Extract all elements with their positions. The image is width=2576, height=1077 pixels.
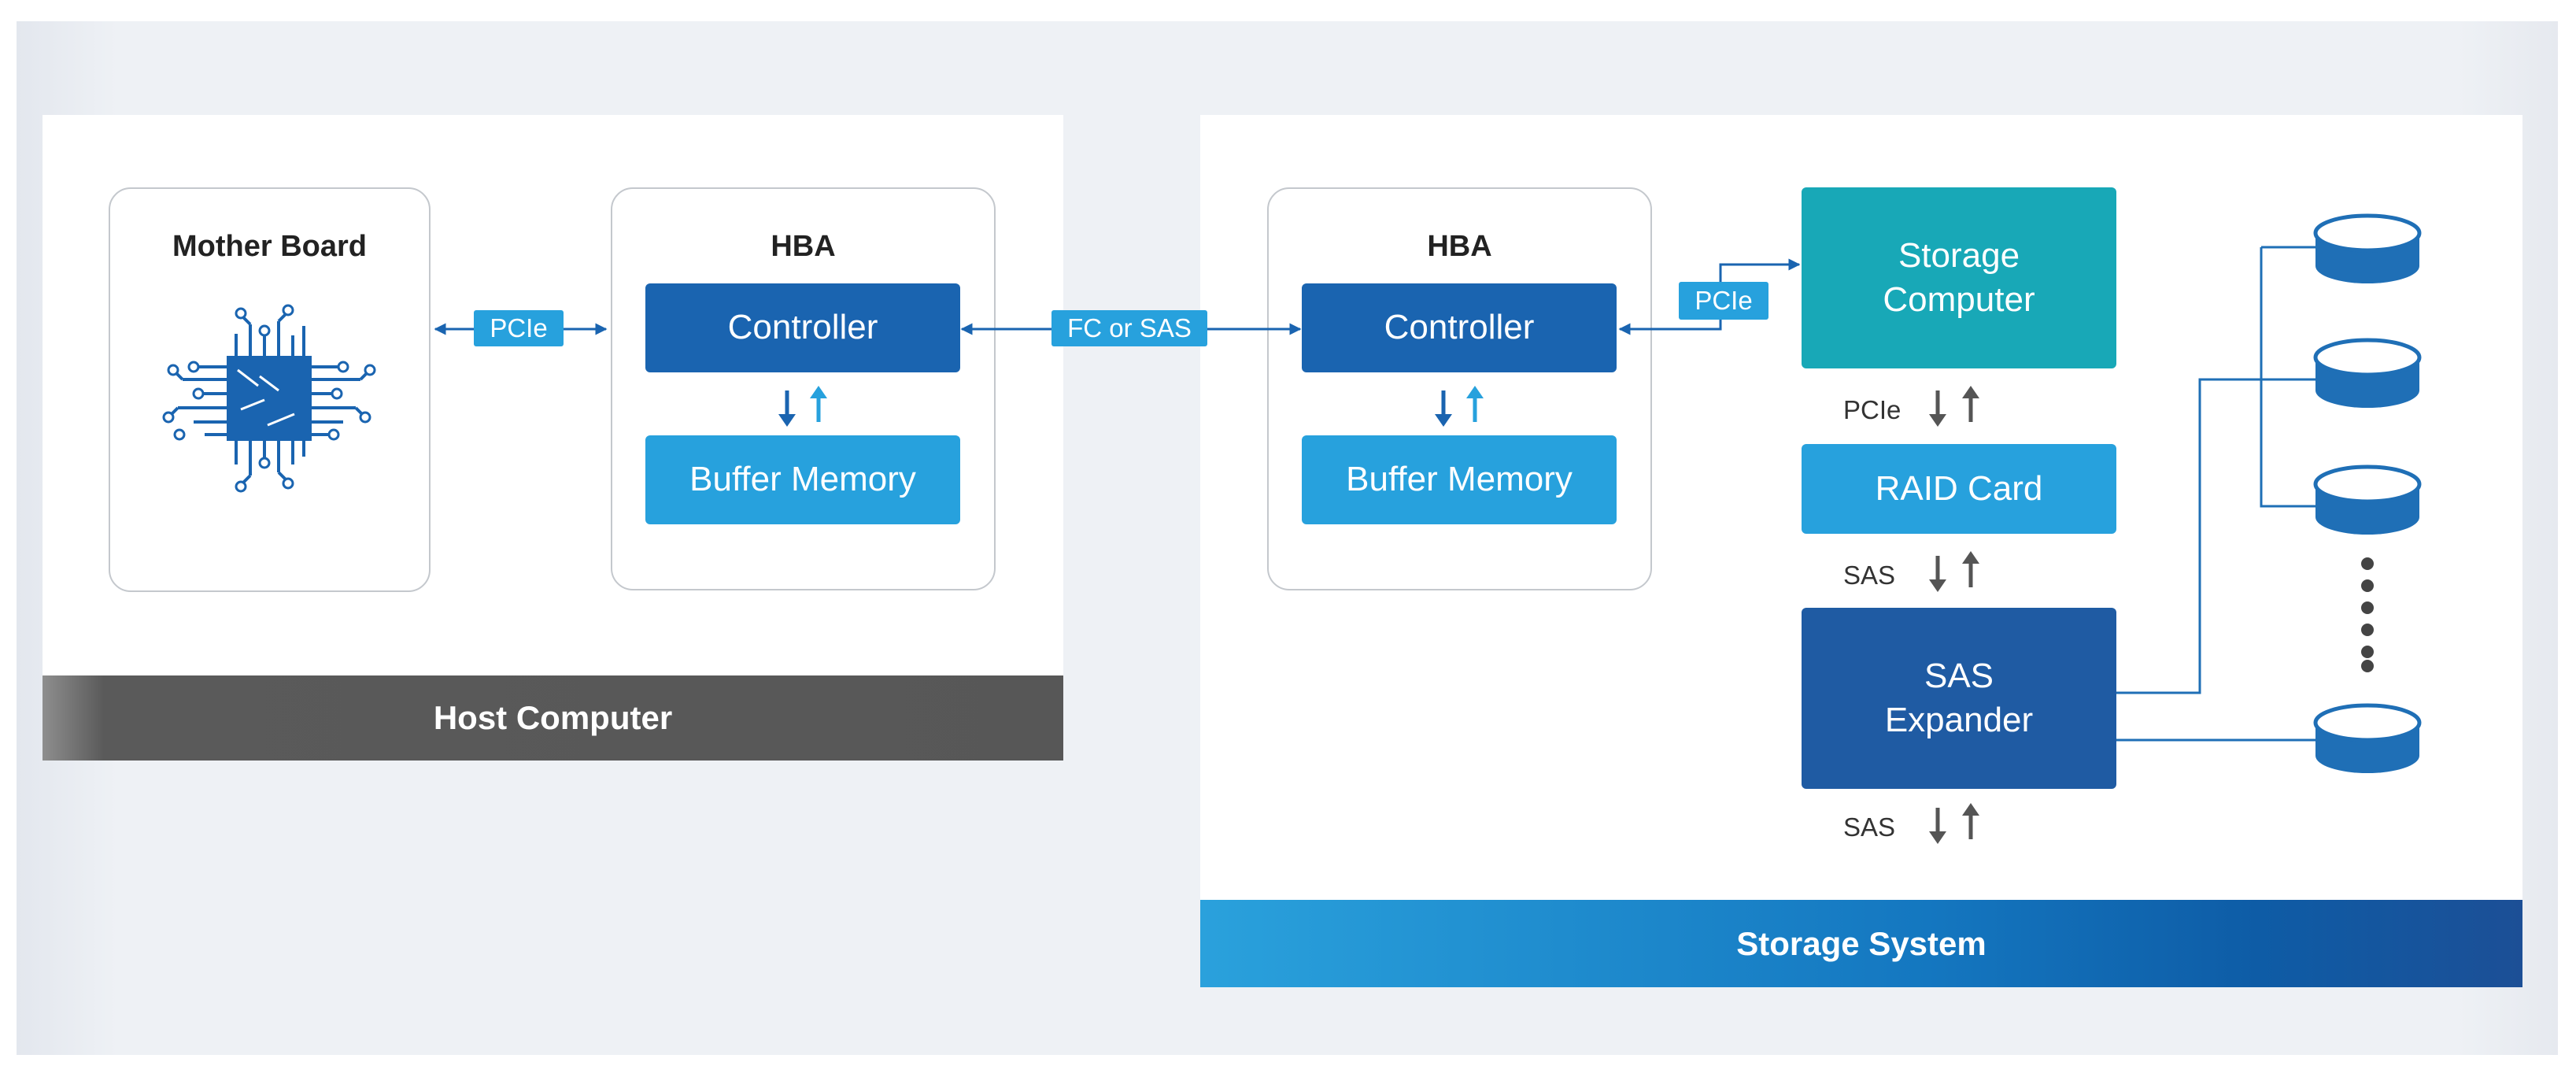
sas-expander-block: SAS Expander <box>1802 608 2116 789</box>
fc-or-sas-tag: FC or SAS <box>1051 310 1207 346</box>
up-down-arrows-icon <box>1929 803 1979 844</box>
disk-drive-icon <box>2313 464 2422 535</box>
pcie-label: PCIe <box>1843 395 1902 424</box>
disk-drive-icon <box>2313 213 2422 283</box>
storage-controller-block: Controller <box>1302 283 1617 372</box>
up-down-arrows-icon <box>1929 551 1979 592</box>
storage-system-label: Storage System <box>1200 900 2522 987</box>
raid-card-block: RAID Card <box>1802 444 2116 534</box>
storage-buffer-memory-block: Buffer Memory <box>1302 435 1617 524</box>
ellipsis-dots <box>2361 557 2374 672</box>
up-down-arrows-icon <box>1929 386 1979 427</box>
cpu-chip-icon <box>162 304 376 493</box>
expander-link-upper <box>2116 378 2315 694</box>
host-computer-label: Host Computer <box>43 675 1063 761</box>
host-buffer-memory-block: Buffer Memory <box>645 435 960 524</box>
storage-computer-block: Storage Computer <box>1802 187 2116 368</box>
host-pcie-tag: PCIe <box>474 310 564 346</box>
storage-pcie-tag: PCIe <box>1679 282 1768 320</box>
host-hba-title: HBA <box>771 230 836 263</box>
host-controller-block: Controller <box>645 283 960 372</box>
expander-link-branch <box>2260 247 2315 508</box>
storage-hba-title: HBA <box>1427 230 1492 263</box>
sas-label-expander: SAS <box>1843 812 1896 842</box>
up-down-arrows-icon <box>1435 386 1484 427</box>
motherboard-title: Mother Board <box>172 230 367 263</box>
up-down-arrows-icon <box>778 386 827 427</box>
disk-drive-icon <box>2313 703 2422 773</box>
disk-drive-icon <box>2313 338 2422 408</box>
sas-label-raid: SAS <box>1843 561 1896 590</box>
